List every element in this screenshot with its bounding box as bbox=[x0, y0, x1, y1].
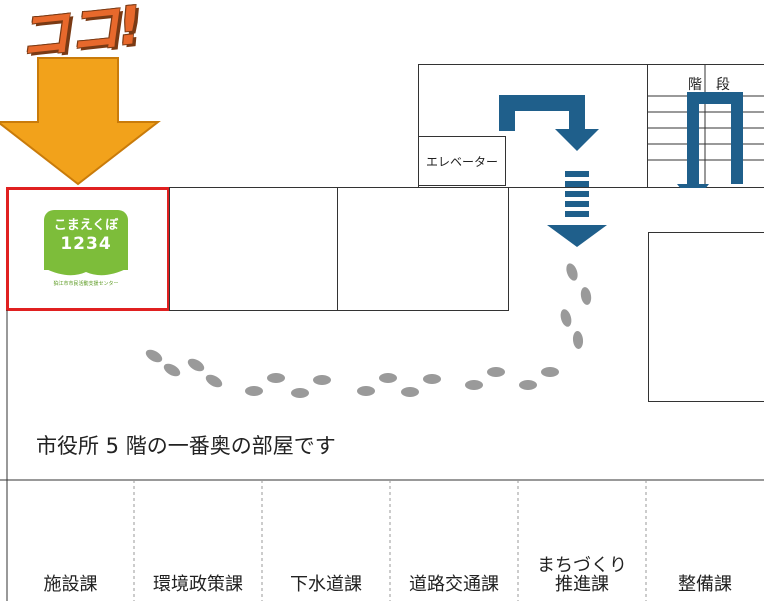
dept-dividers bbox=[6, 480, 647, 601]
route-arrow bbox=[499, 95, 607, 247]
room-3 bbox=[337, 187, 509, 311]
stair-steps bbox=[647, 64, 764, 188]
logo-number: 1234 bbox=[60, 234, 112, 254]
room-right bbox=[648, 232, 764, 402]
dept-gesuido: 下水道課 bbox=[290, 574, 362, 596]
komaekubo-logo: こまえくぼ 1234 狛江市市民活動支援センター bbox=[44, 210, 128, 294]
stairs-label-1: 階 bbox=[688, 77, 702, 93]
elevator-hall bbox=[418, 64, 648, 188]
room-2 bbox=[169, 187, 338, 311]
dept-seibi: 整備課 bbox=[678, 574, 732, 596]
dept-kankyo: 環境政策課 bbox=[153, 574, 243, 596]
stairs-label-2: 段 bbox=[716, 77, 730, 93]
dept-doro: 道路交通課 bbox=[409, 574, 499, 596]
logo-smile-icon bbox=[44, 266, 128, 276]
room-target[interactable] bbox=[6, 187, 170, 311]
logo-subtitle: 狛江市市民活動支援センター bbox=[53, 281, 119, 287]
dept-machizukuri: まちづくり 推進課 bbox=[537, 555, 627, 596]
dept-shisetsu: 施設課 bbox=[43, 574, 98, 596]
elevator-label: エレベーター bbox=[418, 136, 506, 186]
callout-arrow bbox=[0, 57, 161, 186]
location-note: 市役所 5 階の一番奥の部屋です bbox=[36, 434, 336, 458]
logo-name: こまえくぼ bbox=[53, 218, 119, 233]
